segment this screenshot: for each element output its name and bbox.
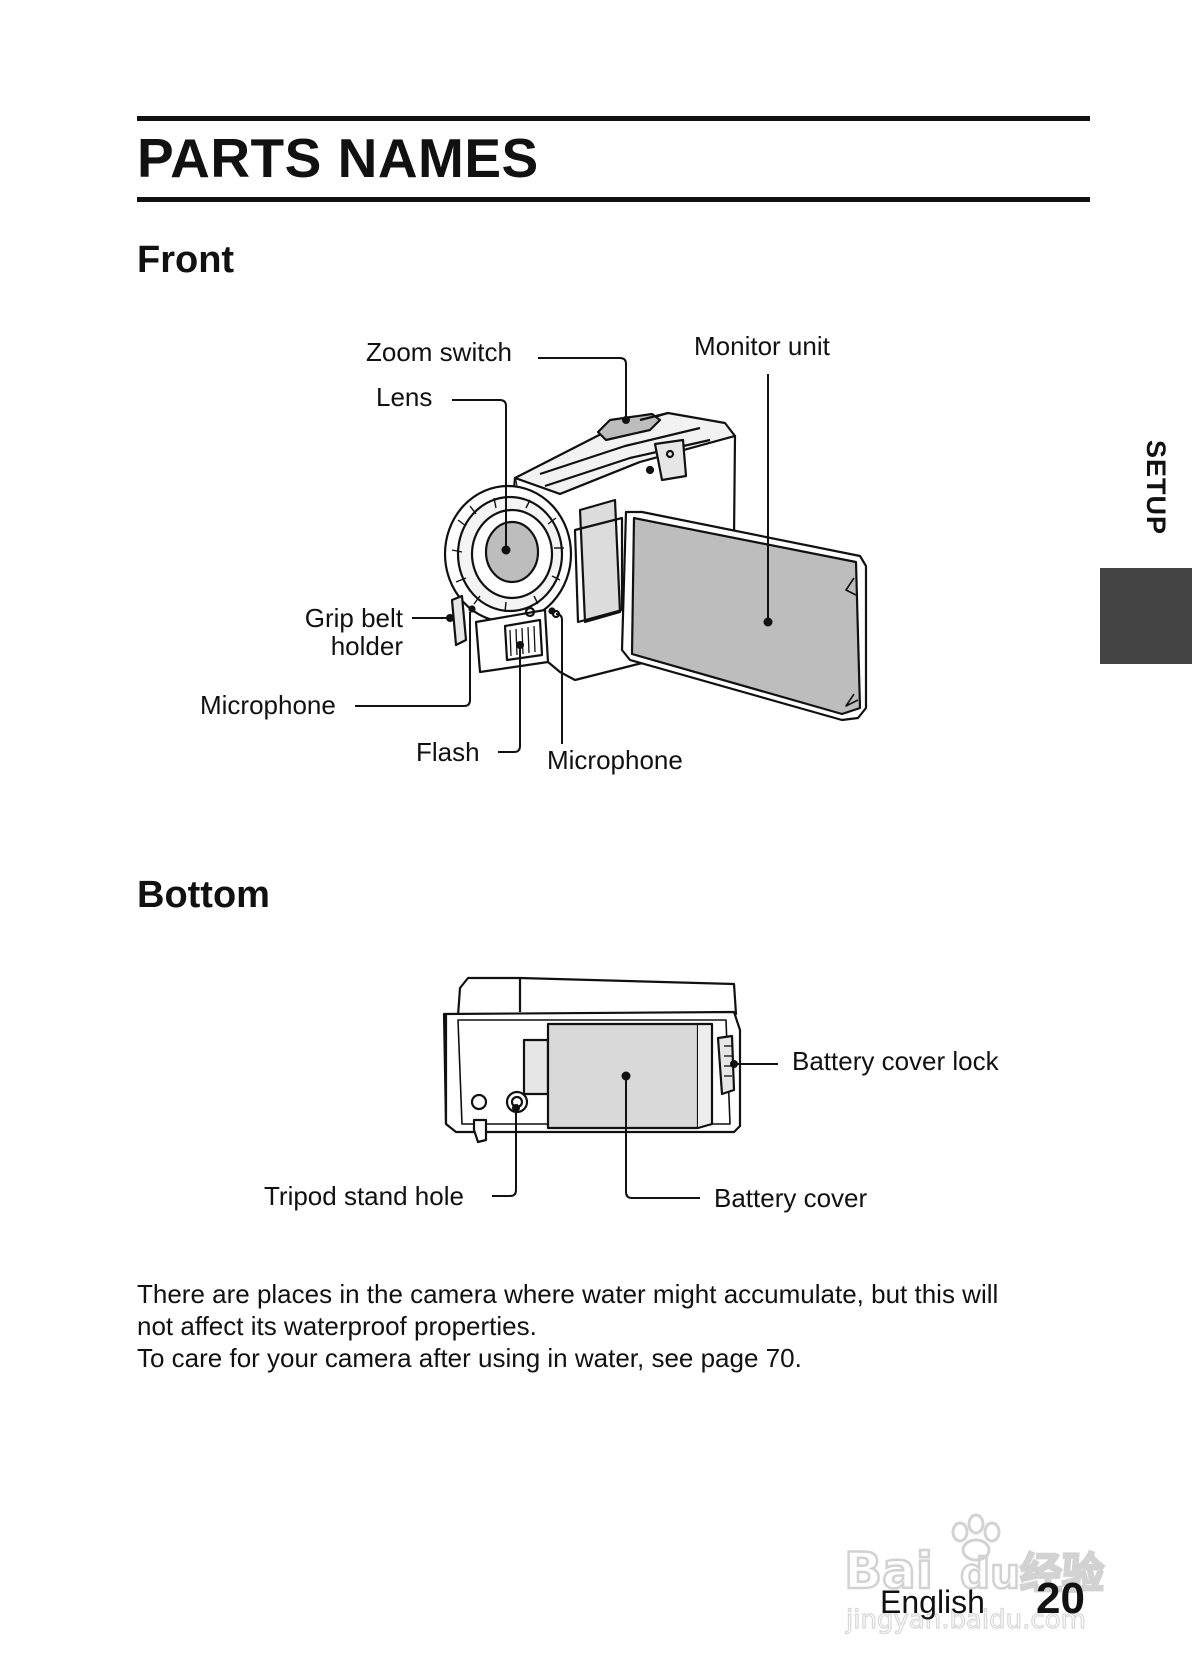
label-flash: Flash — [416, 737, 480, 767]
label-microphone-right: Microphone — [547, 745, 683, 775]
page-title: PARTS NAMES — [137, 127, 539, 189]
bottom-leader-dots — [512, 1060, 738, 1112]
note-line-1: There are places in the camera where wat… — [137, 1279, 999, 1309]
bottom-camera-illustration — [442, 976, 742, 1144]
svg-text:du: du — [960, 1549, 1020, 1598]
section-heading-front: Front — [137, 239, 235, 281]
label-zoom-switch: Zoom switch — [366, 337, 512, 367]
bottom-leader-lines — [492, 1063, 778, 1199]
waterproof-note: There are places in the camera where wat… — [137, 1278, 1087, 1374]
front-leader-dots — [446, 416, 773, 649]
label-grip-belt-holder-line2: holder — [330, 631, 403, 661]
label-monitor-unit: Monitor unit — [694, 331, 830, 361]
label-battery-cover-lock: Battery cover lock — [792, 1046, 999, 1076]
title-rule-bottom — [137, 197, 1090, 202]
monitor-unit-illustration — [620, 510, 868, 722]
note-line-2: not affect its waterproof properties. — [137, 1311, 537, 1341]
svg-text:jingyan.baidu.com: jingyan.baidu.com — [845, 1605, 1086, 1635]
front-leader-lines — [355, 357, 769, 753]
svg-text:经验: 经验 — [1020, 1549, 1104, 1598]
svg-text:Bai: Bai — [844, 1542, 933, 1600]
side-tab-marker — [1100, 568, 1192, 664]
label-lens: Lens — [376, 382, 433, 412]
label-grip-belt-holder-line1: Grip belt — [304, 603, 403, 633]
label-microphone-left: Microphone — [200, 690, 336, 720]
side-tab-label: SETUP — [1141, 440, 1171, 536]
label-battery-cover: Battery cover — [714, 1183, 868, 1213]
note-line-3: To care for your camera after using in w… — [137, 1343, 802, 1373]
footer-language: English — [880, 1584, 985, 1620]
label-tripod-stand-hole: Tripod stand hole — [264, 1181, 464, 1211]
title-rule-top — [137, 116, 1090, 121]
footer-page-number: 20 — [1036, 1574, 1085, 1623]
section-heading-bottom: Bottom — [137, 874, 270, 916]
baidu-watermark-logo: Bai du 经验 jingyan.baidu.com — [843, 1513, 1105, 1636]
